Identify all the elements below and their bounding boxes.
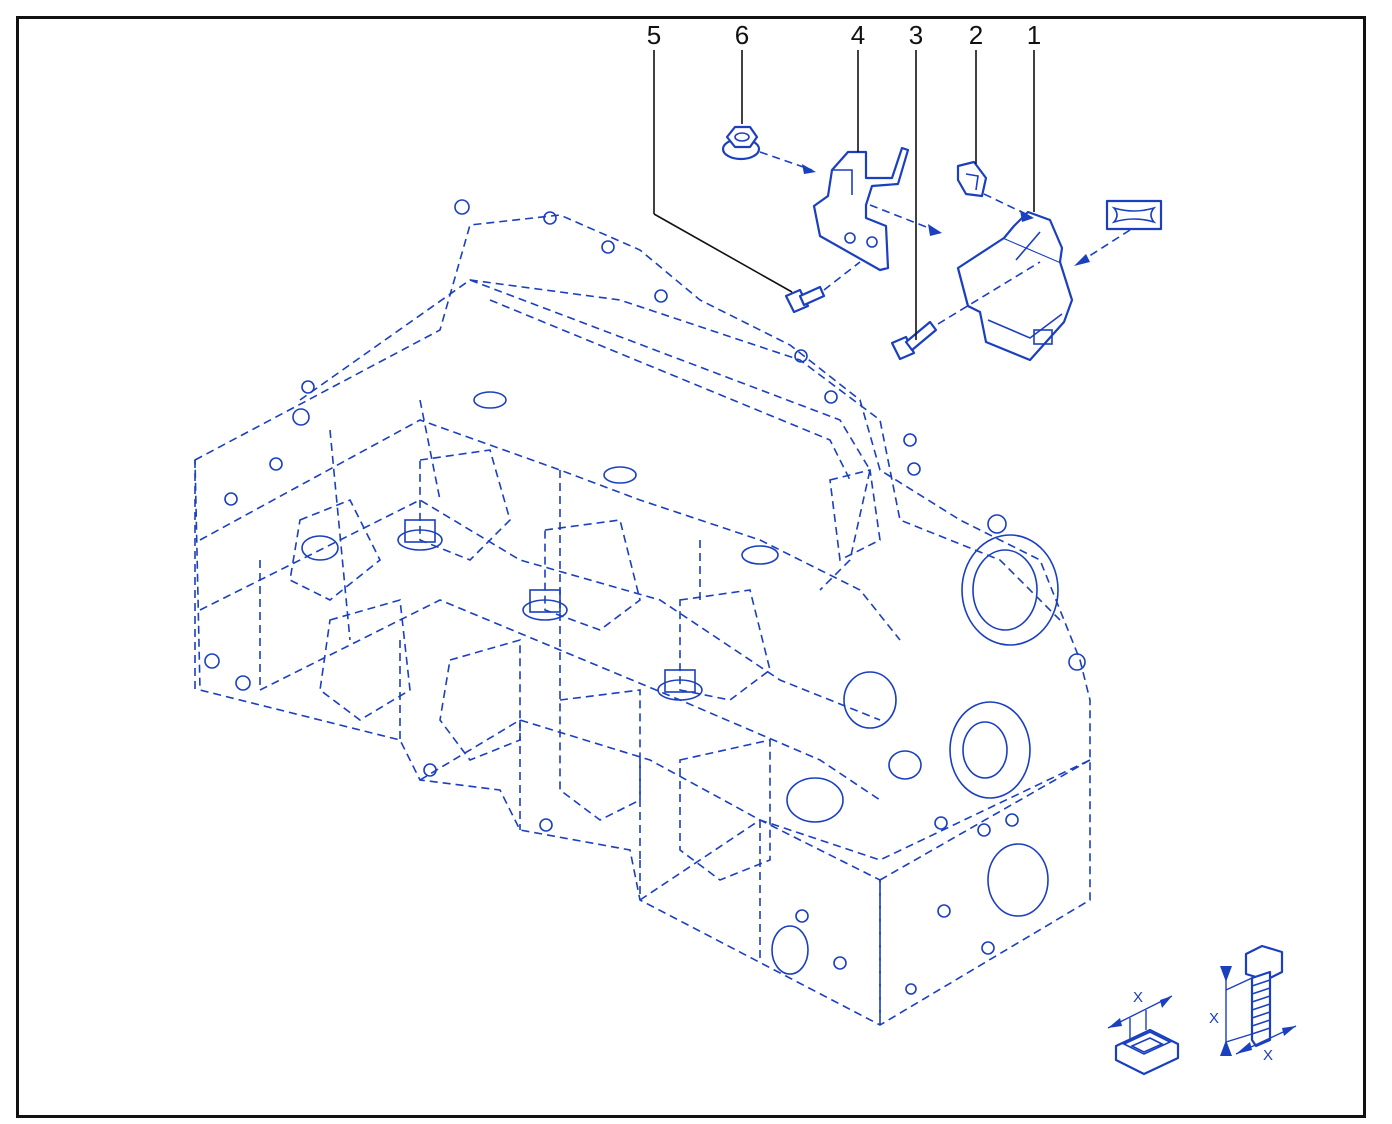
callout-leaders (653, 50, 1035, 340)
cylinder-head-outline (194, 214, 1091, 1026)
head-edge-3 (259, 599, 881, 801)
nut-dimension-label: X (1133, 989, 1143, 1006)
drawing-frame (16, 16, 1366, 1118)
new-gasket-icon (1105, 199, 1163, 231)
head-edge-1 (199, 419, 901, 641)
head-edge-6 (879, 759, 1091, 881)
part-2-clip (956, 160, 988, 198)
part-6-flange-nut (721, 125, 761, 161)
port-shapes (289, 449, 881, 881)
bolt-length-label: X (1209, 1010, 1219, 1027)
nut-dimension-icon (1107, 995, 1180, 1076)
callout-6: 6 (735, 20, 749, 50)
bolt-holes (204, 199, 1086, 995)
head-edge-4 (419, 719, 1091, 861)
cylinder-head-assembly (194, 199, 1091, 1026)
part-5-bolt (784, 285, 826, 314)
cam-rail-inner (489, 299, 851, 481)
cylinder-head-deck (299, 279, 1061, 621)
callout-5: 5 (647, 20, 661, 50)
part-4-bracket (812, 146, 910, 272)
head-edge-5 (639, 819, 881, 1025)
callout-3: 3 (909, 20, 923, 50)
part-1-control-module (956, 210, 1074, 362)
callout-1: 1 (1027, 20, 1041, 50)
block-internal-lines (259, 399, 881, 1025)
bolt-thread-label: X (1263, 1047, 1273, 1064)
callout-2: 2 (969, 20, 983, 50)
cam-rail (469, 279, 871, 591)
part-3-bolt (890, 320, 938, 361)
head-edge-2 (199, 499, 881, 721)
injector-bosses (397, 391, 779, 701)
callout-4: 4 (851, 20, 865, 50)
bolt-dimension-icon (1220, 944, 1297, 1056)
assembly-arrows (759, 151, 1131, 325)
cam-end-features (301, 534, 1059, 975)
